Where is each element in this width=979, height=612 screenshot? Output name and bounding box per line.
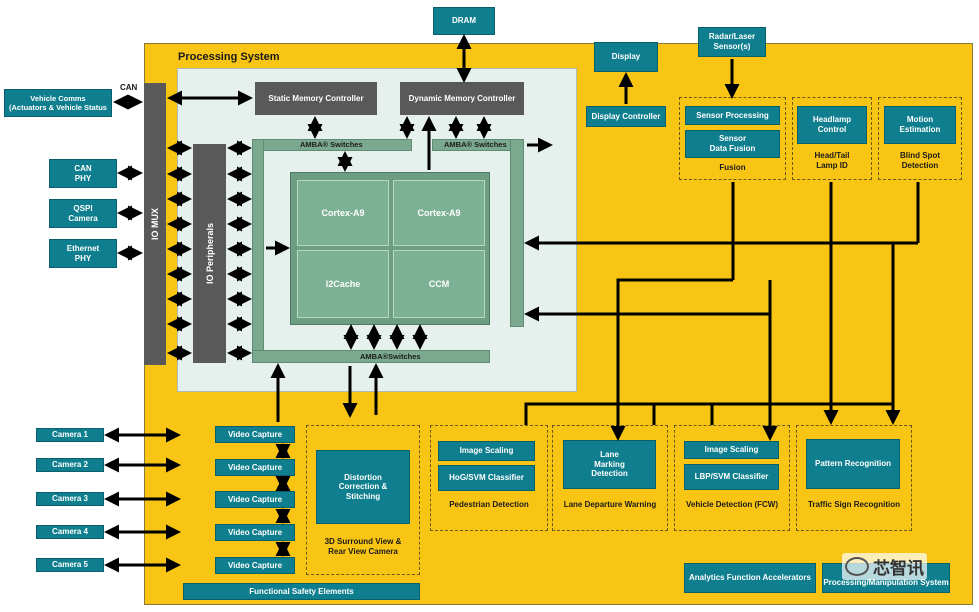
sensor-data-fusion-block: Sensor Data Fusion [685, 130, 780, 158]
can-label: CAN [120, 83, 138, 92]
lbp-svm-classifier-block: LBP/SVM Classifier [684, 464, 779, 490]
lane-departure-warning-label: Lane Departure Warning [563, 500, 657, 509]
video-capture-4: Video Capture [215, 524, 295, 541]
static-memory-controller: Static Memory Controller [255, 82, 377, 115]
lane-marking-detection-block: Lane Marking Detection [563, 440, 656, 489]
camera-5-block: Camera 5 [36, 558, 104, 572]
cortex-a9-core-2: Cortex-A9 [393, 180, 485, 246]
blind-spot-label: Blind Spot Detection [900, 151, 940, 170]
pattern-recognition-block: Pattern Recognition [806, 439, 900, 489]
display-block: Display [594, 42, 658, 72]
watermark-logo: 芯智讯 [842, 553, 927, 580]
vehicle-group [674, 425, 790, 531]
wechat-icon [845, 557, 869, 576]
traffic-sign-group [796, 425, 912, 531]
functional-safety-block: Functional Safety Elements [183, 583, 420, 600]
camera-1-block: Camera 1 [36, 428, 104, 442]
dram-block: DRAM [433, 7, 495, 35]
vehicle-comms-block: Vehicle Comms (Actuators & Vehicle Statu… [4, 89, 112, 117]
camera-2-block: Camera 2 [36, 458, 104, 472]
dynamic-memory-controller: Dynamic Memory Controller [400, 82, 524, 115]
io-peripherals-block: IO Peripherals [193, 144, 226, 363]
video-capture-1: Video Capture [215, 426, 295, 443]
surround-view-group [306, 425, 420, 575]
amba-switches-label-3: AMBA®Switches [360, 352, 421, 361]
image-scaling-block-2: Image Scaling [684, 441, 779, 459]
headlamp-group [792, 97, 872, 180]
ccm-block: CCM [393, 250, 485, 318]
camera-4-block: Camera 4 [36, 525, 104, 539]
video-capture-2: Video Capture [215, 459, 295, 476]
amba-switches-label-2: AMBA® Switches [444, 140, 507, 149]
fusion-label: Fusion [719, 163, 746, 172]
vehicle-detection-label: Vehicle Detection (FCW) [685, 500, 778, 509]
cortex-a9-core-1: Cortex-A9 [297, 180, 389, 246]
l2cache-block: l2Cache [297, 250, 389, 318]
radar-sensor-block: Radar/Laser Sensor(s) [698, 27, 766, 57]
image-scaling-block-1: Image Scaling [438, 441, 535, 461]
amba-switches-label-1: AMBA® Switches [300, 140, 363, 149]
distortion-correction-block: Distortion Correction & Stitching [316, 450, 410, 524]
processing-system-label: Processing System [178, 51, 280, 63]
head-tail-lamp-label: Head/Tail Lamp ID [814, 151, 850, 170]
amba-switches-bottom [252, 350, 490, 363]
ethernet-phy-block: Ethernet PHY [49, 239, 117, 268]
surround-view-label: 3D Surround View & Rear View Camera [324, 537, 402, 556]
sensor-processing-block: Sensor Processing [685, 106, 780, 125]
can-phy-block: CAN PHY [49, 159, 117, 188]
amba-switches-right-bar [510, 139, 524, 327]
analytics-accelerators-block: Analytics Function Accelerators [684, 563, 816, 593]
video-capture-5: Video Capture [215, 557, 295, 574]
lane-group [552, 425, 668, 531]
qspi-camera-block: QSPI Camera [49, 199, 117, 228]
pedestrian-group [430, 425, 548, 531]
video-capture-3: Video Capture [215, 491, 295, 508]
hog-svm-classifier-block: HoG/SVM Classifier [438, 465, 535, 491]
traffic-sign-recognition-label: Traffic Sign Recognition [807, 500, 900, 509]
blind-spot-group [878, 97, 962, 180]
watermark-text: 芯智讯 [873, 559, 924, 578]
camera-3-block: Camera 3 [36, 492, 104, 506]
display-controller-block: Display Controller [586, 106, 666, 127]
io-mux-block: IO MUX [144, 83, 166, 365]
motion-estimation-block: Motion Estimation [884, 106, 956, 144]
pedestrian-detection-label: Pedestrian Detection [449, 500, 529, 509]
headlamp-control-block: Headlamp Control [797, 106, 867, 144]
